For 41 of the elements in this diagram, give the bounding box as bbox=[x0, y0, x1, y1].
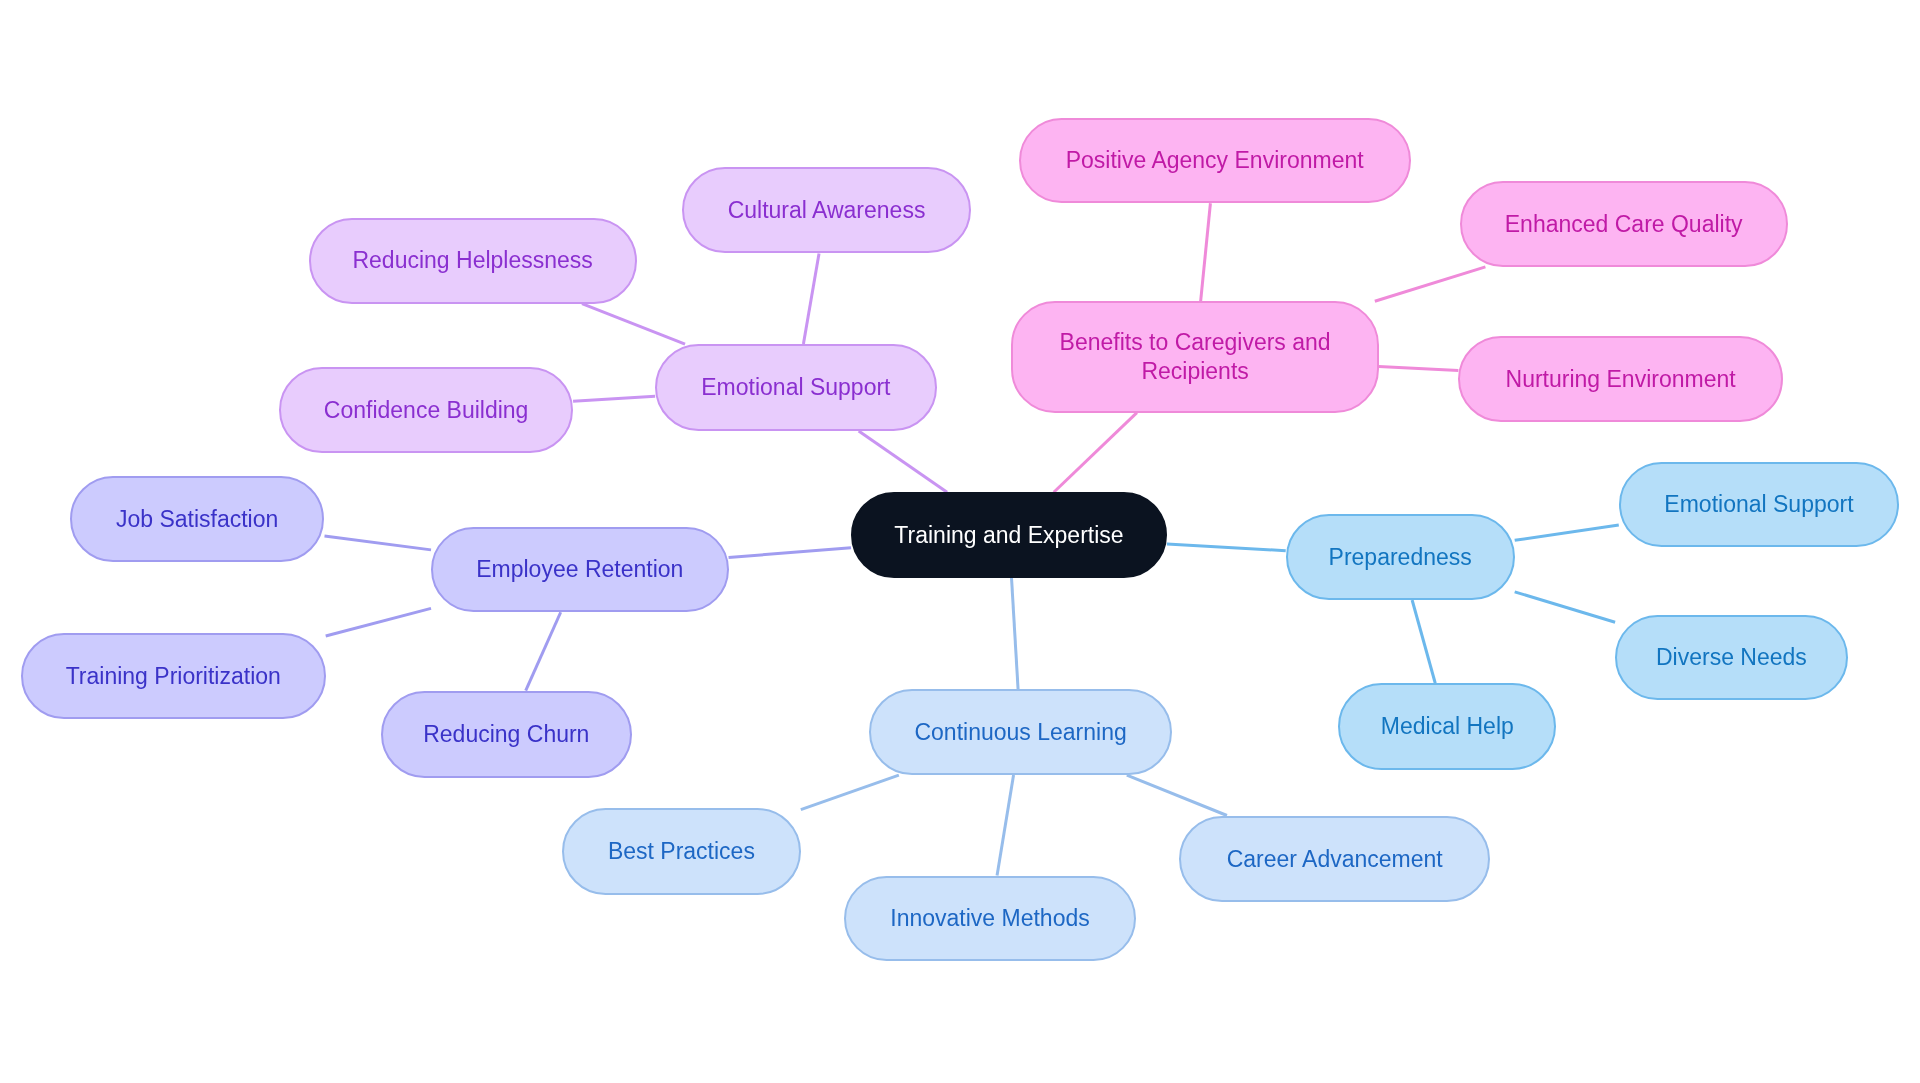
connector-line bbox=[1410, 599, 1437, 684]
topic-node: Emotional Support bbox=[1618, 461, 1900, 548]
connector-line bbox=[800, 773, 900, 812]
topic-node: Positive Agency Environment bbox=[1018, 117, 1411, 204]
topic-node: Training Prioritization bbox=[20, 633, 326, 719]
topic-node: Innovative Methods bbox=[843, 875, 1137, 962]
topic-node: Reducing Churn bbox=[380, 690, 632, 778]
connector-line bbox=[1126, 773, 1228, 817]
topic-node: Best Practices bbox=[562, 808, 801, 896]
connector-line bbox=[1374, 265, 1486, 303]
connector-line bbox=[1166, 542, 1286, 553]
topic-node: Cultural Awareness bbox=[682, 166, 971, 254]
connector-line bbox=[801, 253, 821, 345]
connector-line bbox=[1052, 411, 1138, 494]
connector-line bbox=[1378, 364, 1459, 373]
connector-line bbox=[728, 546, 852, 559]
central-topic-node: Training and Expertise bbox=[851, 492, 1167, 578]
topic-node: Employee Retention bbox=[431, 526, 729, 613]
topic-node: Job Satisfaction bbox=[69, 476, 325, 562]
topic-node: Diverse Needs bbox=[1615, 614, 1848, 701]
connector-line bbox=[995, 774, 1016, 876]
connector-line bbox=[857, 429, 948, 494]
topic-node: Nurturing Environment bbox=[1458, 335, 1783, 423]
topic-node: Preparedness bbox=[1285, 514, 1515, 600]
connector-line bbox=[1514, 590, 1616, 624]
topic-node: Career Advancement bbox=[1179, 815, 1491, 903]
connector-line bbox=[1010, 577, 1020, 690]
topic-node: Continuous Learning bbox=[869, 689, 1172, 776]
topic-node: Enhanced Care Quality bbox=[1459, 181, 1788, 267]
topic-node: Emotional Support bbox=[655, 344, 937, 431]
connector-line bbox=[524, 611, 563, 692]
topic-node: Medical Help bbox=[1338, 683, 1557, 771]
connector-line bbox=[581, 302, 686, 346]
topic-node: Benefits to Caregivers and Recipients bbox=[1011, 301, 1379, 413]
connector-line bbox=[572, 394, 656, 403]
connector-line bbox=[324, 534, 432, 552]
connector-line bbox=[1514, 523, 1619, 542]
connector-line bbox=[325, 606, 432, 638]
topic-node: Confidence Building bbox=[279, 367, 574, 454]
connector-line bbox=[1199, 203, 1212, 302]
topic-node: Reducing Helplessness bbox=[308, 217, 637, 304]
